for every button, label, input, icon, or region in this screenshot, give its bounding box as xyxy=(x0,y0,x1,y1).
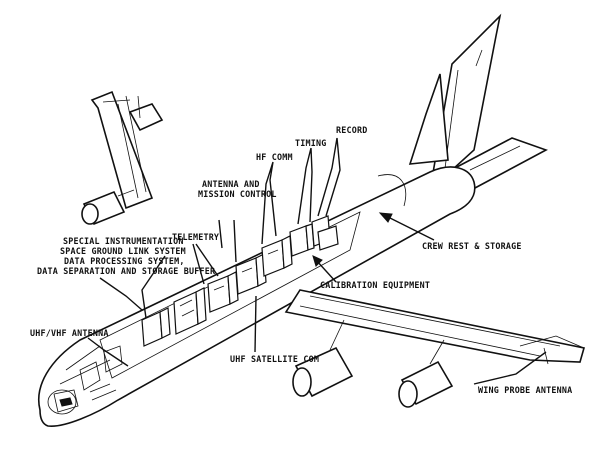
callout-labels: RECORD TIMING HF COMM ANTENNA AND MISSIO… xyxy=(30,125,572,395)
label-antenna-and: ANTENNA AND xyxy=(202,179,260,189)
label-calibration: CALIBRATION EQUIPMENT xyxy=(320,280,430,290)
label-space-ground-link: SPACE GROUND LINK SYSTEM xyxy=(60,246,186,256)
label-hf-comm: HF COMM xyxy=(256,152,293,162)
near-wing-engine-inner xyxy=(292,319,354,398)
label-timing: TIMING xyxy=(295,138,326,148)
near-wing-engine-outer xyxy=(398,339,454,408)
leader-lines xyxy=(87,137,547,385)
label-data-separation: DATA SEPARATION AND STORAGE BUFFER xyxy=(37,266,216,276)
near-wing xyxy=(284,289,586,365)
far-wing-engine-lower xyxy=(81,189,135,226)
label-uhf-satellite: UHF SATELLITE COM xyxy=(230,354,319,364)
label-wing-probe: WING PROBE ANTENNA xyxy=(478,385,572,395)
label-uhf-vhf: UHF/VHF ANTENNA xyxy=(30,328,109,338)
label-mission-control: MISSION CONTROL xyxy=(198,189,277,199)
label-data-processing: DATA PROCESSING SYSTEM, xyxy=(64,256,185,266)
equipment-racks xyxy=(141,215,339,347)
label-telemetry: TELEMETRY xyxy=(172,232,220,242)
fuselage xyxy=(38,166,476,427)
label-crew-rest: CREW REST & STORAGE xyxy=(422,241,522,251)
label-special-instrumentation: SPECIAL INSTRUMENTATION xyxy=(63,236,184,246)
far-wing-engine-upper xyxy=(128,95,164,132)
label-record: RECORD xyxy=(336,125,367,135)
